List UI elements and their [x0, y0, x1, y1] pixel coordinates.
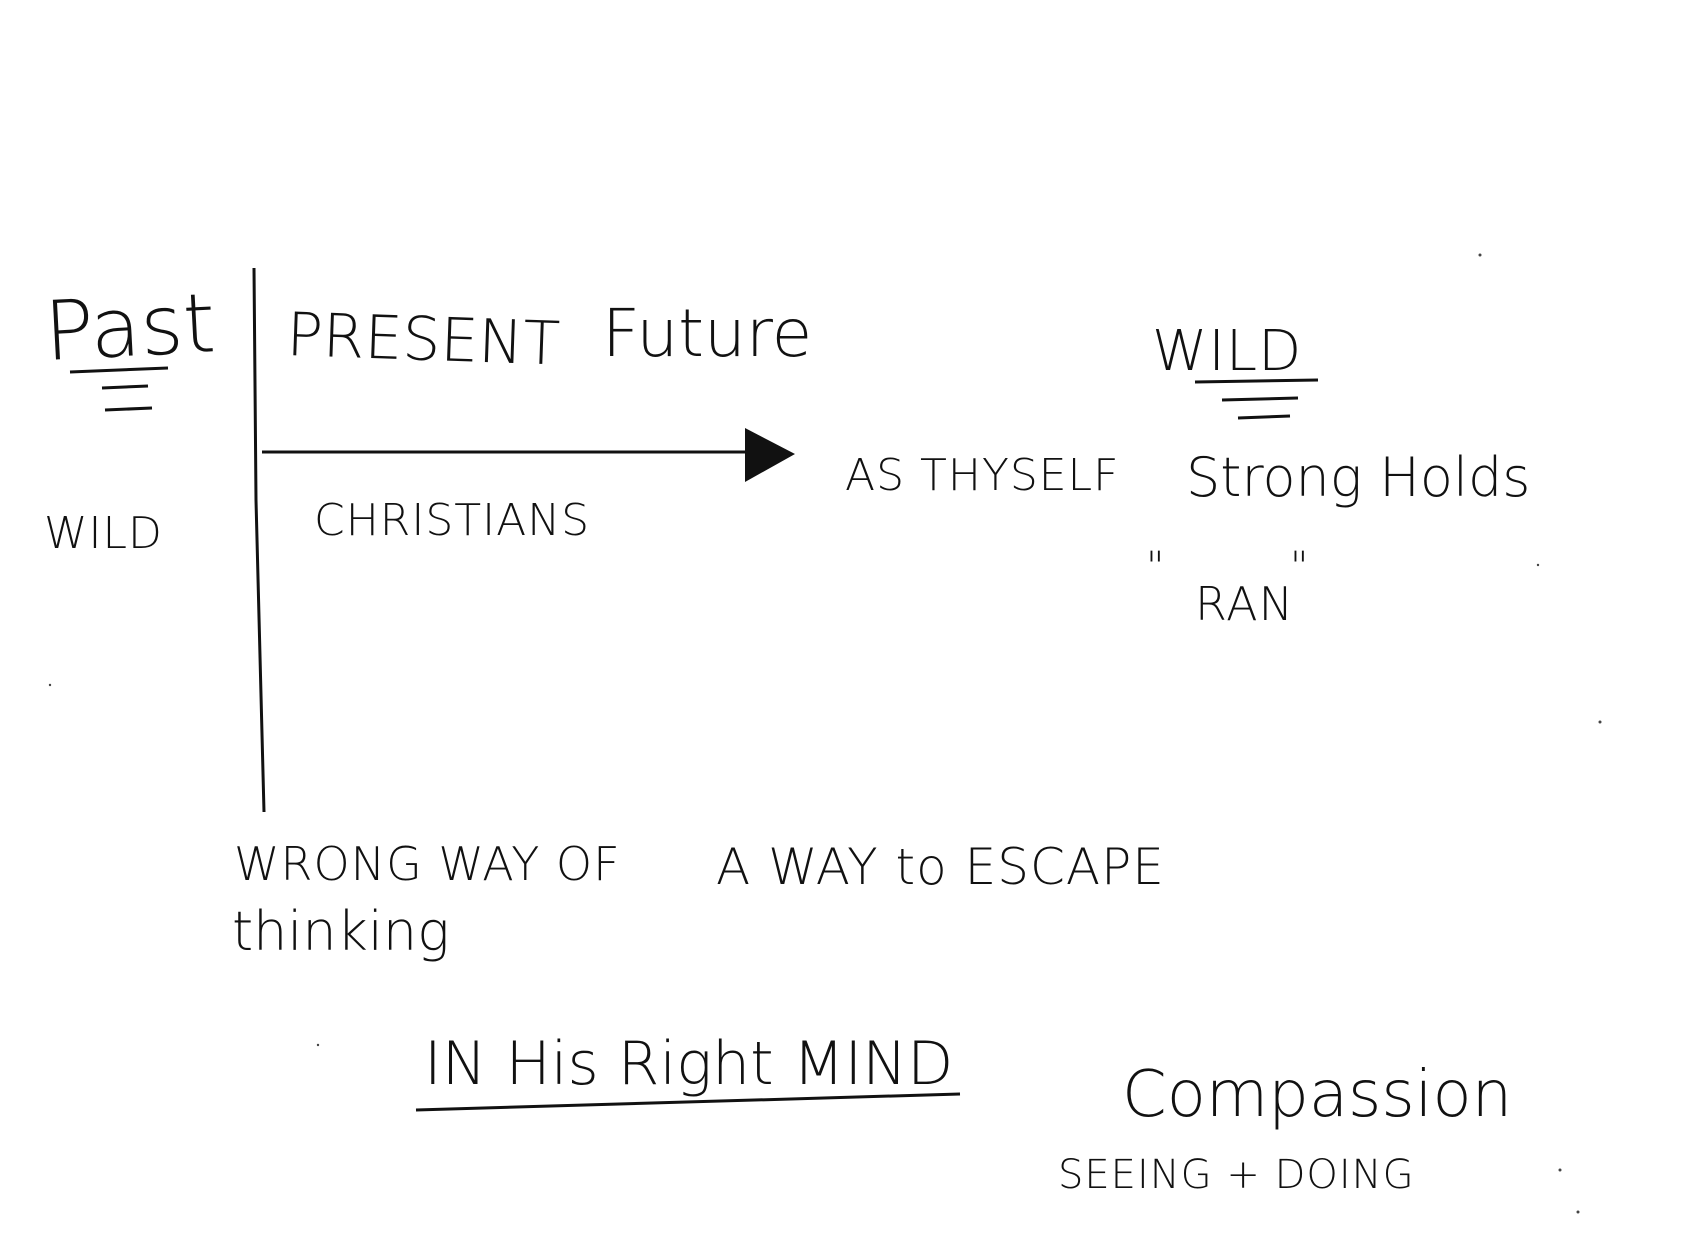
wild-heading-underline: [1194, 378, 1319, 420]
past-underline: [69, 366, 169, 412]
label-ran: RAN: [1195, 577, 1294, 631]
scan-specks: [48, 253, 1602, 1214]
quote-close-mark: ": [1290, 544, 1308, 590]
right-mind-underline: [415, 1092, 961, 1112]
label-wrong-way-line1: WRONG WAY OF: [234, 837, 621, 891]
vertical-divider-line: [252, 267, 266, 813]
label-compassion: Compassion: [1122, 1058, 1512, 1132]
heading-present: PRESENT: [285, 300, 561, 379]
quote-open-mark: ": [1146, 544, 1164, 590]
label-christians: CHRISTIANS: [314, 495, 590, 546]
label-a-way-to-escape: A WAY to ESCAPE: [716, 838, 1165, 896]
heading-future: Future: [602, 295, 812, 372]
timeline-arrowhead: [745, 428, 795, 482]
label-seeing-doing: SEEING + DOING: [1058, 1152, 1415, 1198]
label-as-thyself: AS THYSELF: [845, 450, 1119, 501]
heading-past: Past: [42, 276, 218, 380]
heading-wild: WILD: [1152, 319, 1302, 384]
label-wrong-way-line2: thinking: [232, 900, 450, 963]
label-strong-holds: Strong Holds: [1186, 446, 1530, 509]
label-in-his-right-mind: IN His Right MIND: [424, 1029, 953, 1099]
label-wild-left: WILD: [44, 508, 163, 559]
